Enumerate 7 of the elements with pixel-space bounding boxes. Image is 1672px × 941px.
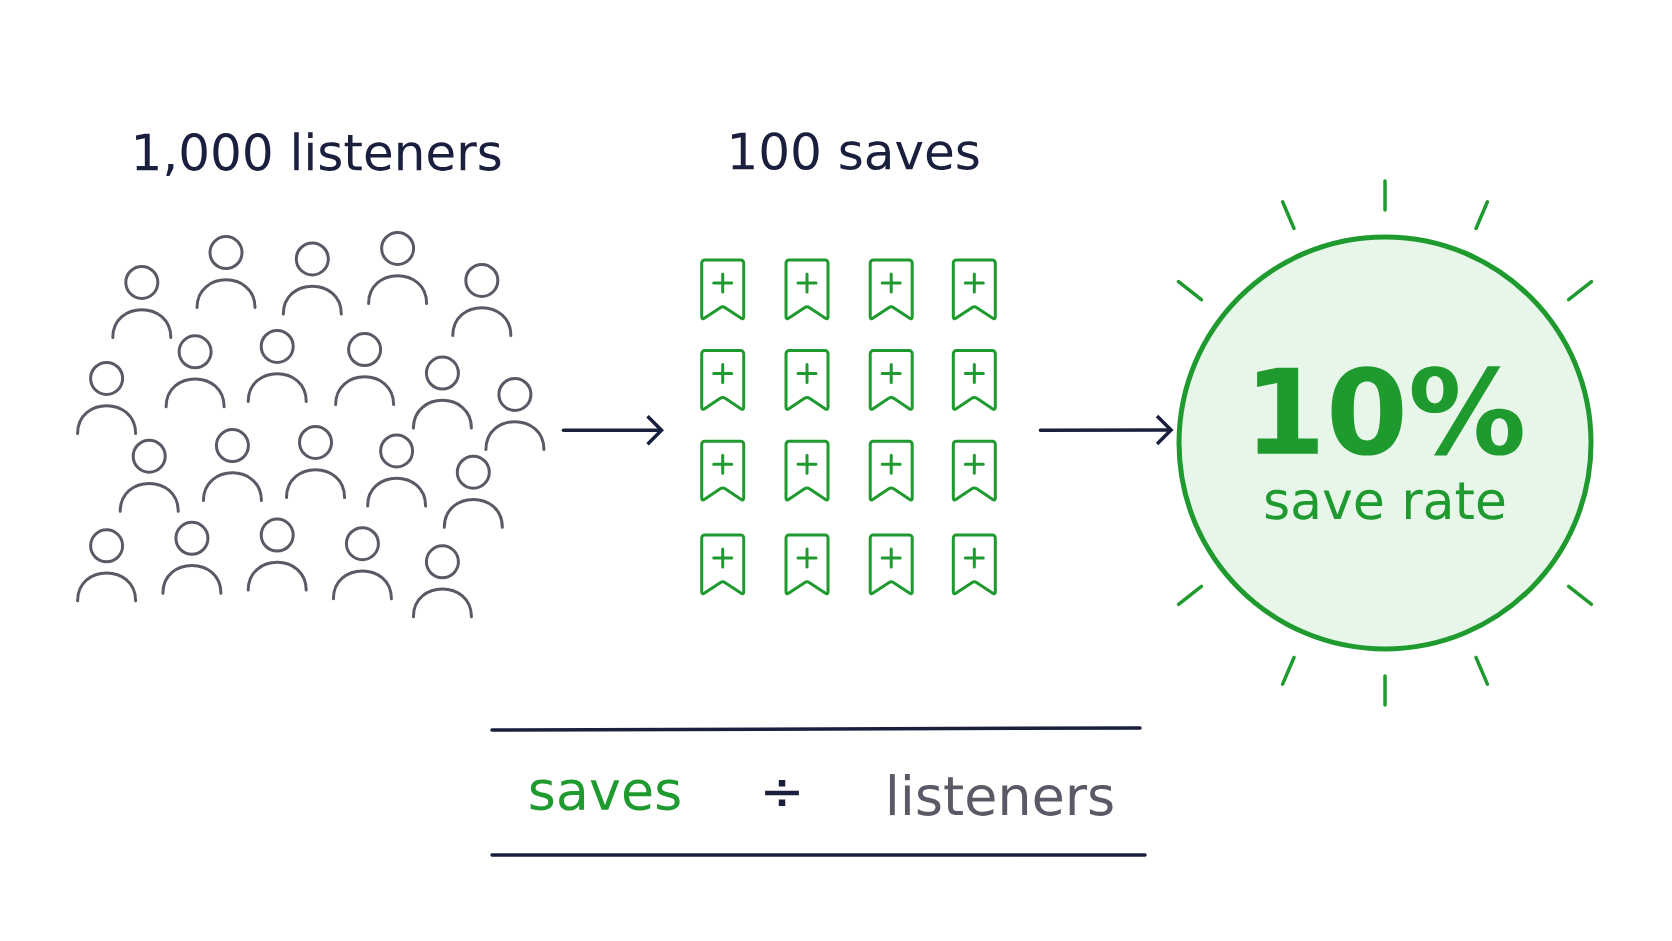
formula-term: saves (530, 779, 680, 811)
heading: 100 saves (732, 132, 979, 170)
arrow (561, 414, 664, 446)
formula-term: listeners (889, 774, 1113, 816)
heading: 1,000 listeners (136, 132, 501, 176)
formula-term: ÷ (765, 780, 799, 806)
arrow (1038, 414, 1174, 446)
